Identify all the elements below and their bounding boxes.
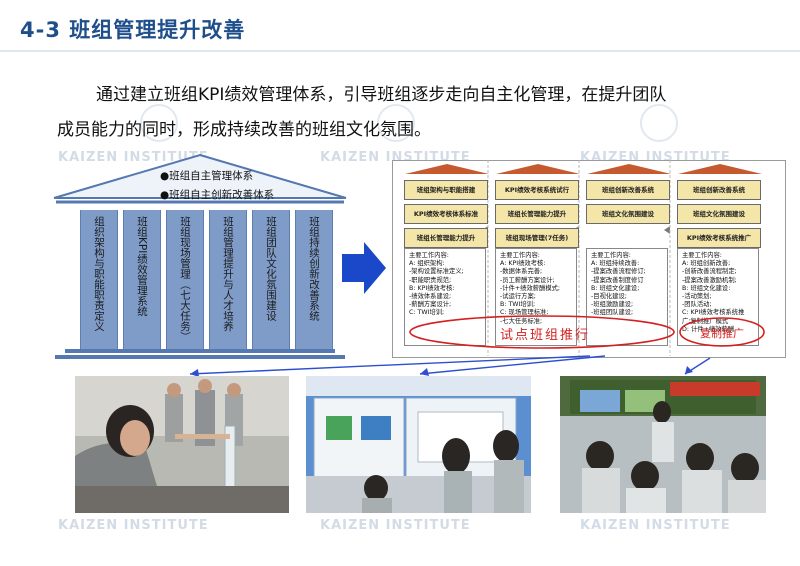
handwriting-replicate: 复制推广	[700, 327, 744, 340]
content-line: A: 组织架构:	[409, 260, 445, 268]
content-line: B: TWI培训;	[500, 301, 536, 309]
content-line: 广;复制推广模式	[682, 317, 729, 325]
phase-roof	[678, 164, 762, 174]
content-line: D: 计件+绩效薪酬	[682, 325, 735, 333]
content-line: -薪酬方案设计;	[409, 301, 452, 309]
content-line: A: 班组创新改善;	[682, 260, 731, 268]
temple-pillar: 组织架构与职能职责定义	[80, 210, 118, 350]
pillar-label: 班组持续创新改善系统	[308, 216, 320, 321]
intro-line-2: 成员能力的同时，形成持续改善的班组文化氛围。	[57, 120, 431, 140]
content-line: B: 班组文化建设;	[591, 284, 640, 292]
phase-box: KPI绩效考核系统推广	[677, 228, 761, 248]
photo-worker-measuring	[75, 376, 289, 513]
phase-box: 班组架构与职能搭建	[404, 180, 488, 200]
temple-pillar: 班组管理提升与人才培养	[209, 210, 247, 350]
pillar-label: 组织架构与职能职责定义	[93, 216, 105, 332]
content-line: -试运行方案;	[500, 293, 536, 301]
content-line: 主要工作内容:	[682, 252, 722, 259]
temple-bullet-1: ●班组自主管理体系	[160, 170, 254, 182]
temple-bullet-2: ●班组自主创新改善体系	[160, 189, 275, 201]
watermark-text: KAIZEN INSTITUTE	[320, 518, 471, 533]
content-line: A: KPI绩效考核:	[500, 260, 546, 268]
photo-team-board	[306, 376, 531, 513]
phase-content: 主要工作内容: A: 组织架构: -架构设置标准定义; -职能职责规范; B: …	[404, 248, 486, 346]
content-line: 主要工作内容:	[500, 252, 540, 259]
content-line: -目视化建设;	[591, 293, 627, 301]
header-divider	[0, 50, 800, 52]
content-line: -架构设置标准定义;	[409, 268, 464, 276]
content-line: -绩效体系建设;	[409, 293, 452, 301]
watermark-logo	[377, 104, 415, 142]
watermark-text: KAIZEN INSTITUTE	[58, 518, 209, 533]
phase-box: 班组文化氛围建设	[586, 204, 670, 224]
pillar-label: 班组KPI绩效管理系统	[136, 216, 148, 317]
content-line: -创新改善流程制定;	[682, 268, 737, 276]
phase-content: 主要工作内容: A: 班组持续改善: -提案改善流程修订; -提案改善制度修订 …	[586, 248, 668, 346]
intro-line-1: 通过建立班组KPI绩效管理体系，引导班组逐步走向自主化管理，在提升团队	[96, 85, 667, 105]
pillar-label: 班组现场管理（七大任务）	[179, 216, 191, 342]
connector-arrows	[189, 355, 711, 377]
phase-box: 班组创新改善系统	[677, 180, 761, 200]
phase-box: 班组长管理能力提升	[404, 228, 488, 248]
photo-classroom	[560, 376, 766, 513]
temple-roof	[53, 153, 347, 204]
content-line: C: 现场管理标准;	[500, 309, 549, 317]
phase-box: KPI绩效考核系统试行	[495, 180, 579, 200]
phase-content: 主要工作内容: A: 班组创新改善; -创新改善流程制定; -提案改善激励机制;…	[677, 248, 759, 346]
right-arrow-icon	[342, 242, 386, 294]
content-line: -提案改善激励机制;	[682, 276, 737, 284]
content-line: C: KPI绩效考核系统推	[682, 309, 745, 317]
temple-pillar: 班组团队文化氛围建设	[252, 210, 290, 350]
content-line: -活动策划;	[682, 293, 712, 301]
watermark-text: KAIZEN INSTITUTE	[580, 518, 731, 533]
content-line: -员工薪酬方案设计;	[500, 276, 555, 284]
highlight-ellipses	[409, 315, 765, 349]
content-line: C: TWI培训;	[409, 309, 445, 317]
temple-pillar: 班组KPI绩效管理系统	[123, 210, 161, 350]
temple-pillar: 班组持续创新改善系统	[295, 210, 333, 350]
content-line: 主要工作内容:	[409, 252, 449, 259]
phase-box: 班组文化氛围建设	[677, 204, 761, 224]
content-line: 主要工作内容:	[591, 252, 631, 259]
temple-pillar: 班组现场管理（七大任务）	[166, 210, 204, 350]
watermark-logo	[640, 104, 678, 142]
handwriting-pilot: 试点班组推行	[500, 328, 591, 343]
phase-box: 班组现场管理(7任务)	[495, 228, 579, 248]
content-line: -数据体系完善;	[500, 268, 543, 276]
watermark-text: KAIZEN INSTITUTE	[58, 150, 209, 165]
content-line: -班组团队建设;	[591, 309, 634, 317]
phase-roof	[587, 164, 671, 174]
content-line: A: 班组持续改善:	[591, 260, 640, 268]
phase-box: 班组长管理能力提升	[495, 204, 579, 224]
phase-box: 班组创新改善系统	[586, 180, 670, 200]
temple-base	[55, 349, 345, 359]
content-line: -计件+绩效薪酬模式;	[500, 284, 561, 292]
phase-content: 主要工作内容: A: KPI绩效考核: -数据体系完善; -员工薪酬方案设计; …	[495, 248, 577, 346]
phase-roof	[496, 164, 580, 174]
content-line: B: 班组文化建设:	[682, 284, 731, 292]
page-title: 4-3 班组管理提升改善	[20, 18, 246, 42]
content-line: -提案改善制度修订	[591, 276, 644, 284]
phase-box: KPI绩效考核体系标准	[404, 204, 488, 224]
pillar-label: 班组管理提升与人才培养	[222, 216, 234, 332]
pillar-label: 班组团队文化氛围建设	[265, 216, 277, 321]
phase-roof	[405, 164, 489, 174]
watermark-logo	[140, 104, 178, 142]
content-line: -七大任务标准;	[500, 317, 543, 325]
content-line: -提案改善流程修订;	[591, 268, 646, 276]
content-line: -班组激励建设;	[591, 301, 634, 309]
content-line: -团队活动;	[682, 301, 712, 309]
content-line: -职能职责规范;	[409, 276, 452, 284]
content-line: B: KPI绩效考核:	[409, 284, 455, 292]
